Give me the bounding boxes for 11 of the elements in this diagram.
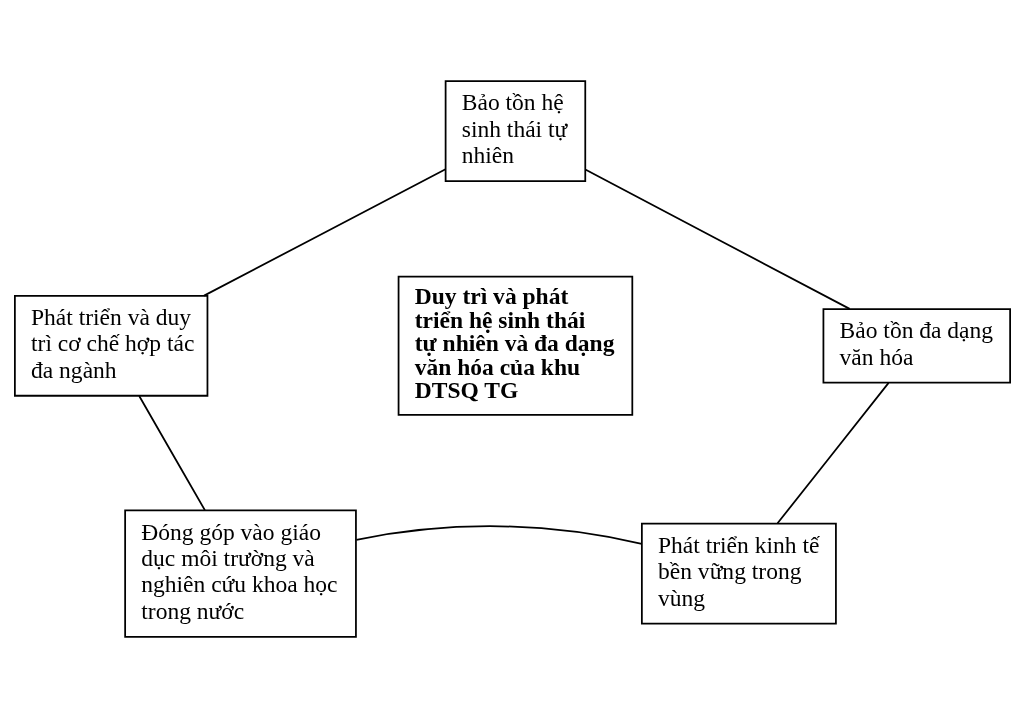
node-box: Đóng góp vào giáo dục môi trường và nghiên cứu khoa học trong nước: [123, 509, 357, 638]
node-box: Duy trì và phát triển hệ sinh thái tự nhiên và đa dạng văn hóa của khu DTSQ TG: [397, 275, 633, 416]
node-box: Phát triển kinh tế bền vững trong vùng: [640, 522, 837, 624]
connector: [137, 394, 206, 511]
connector: [776, 381, 889, 524]
node-box: Phát triển và duy trì cơ chế hợp tác đa ngành: [13, 294, 208, 397]
node-box: Bảo tồn đa dạng văn hóa: [822, 307, 1011, 383]
connector: [583, 168, 851, 310]
connector: [355, 524, 643, 545]
node-box: Bảo tồn hệ sinh thái tự nhiên: [444, 79, 586, 182]
connector: [202, 167, 446, 296]
